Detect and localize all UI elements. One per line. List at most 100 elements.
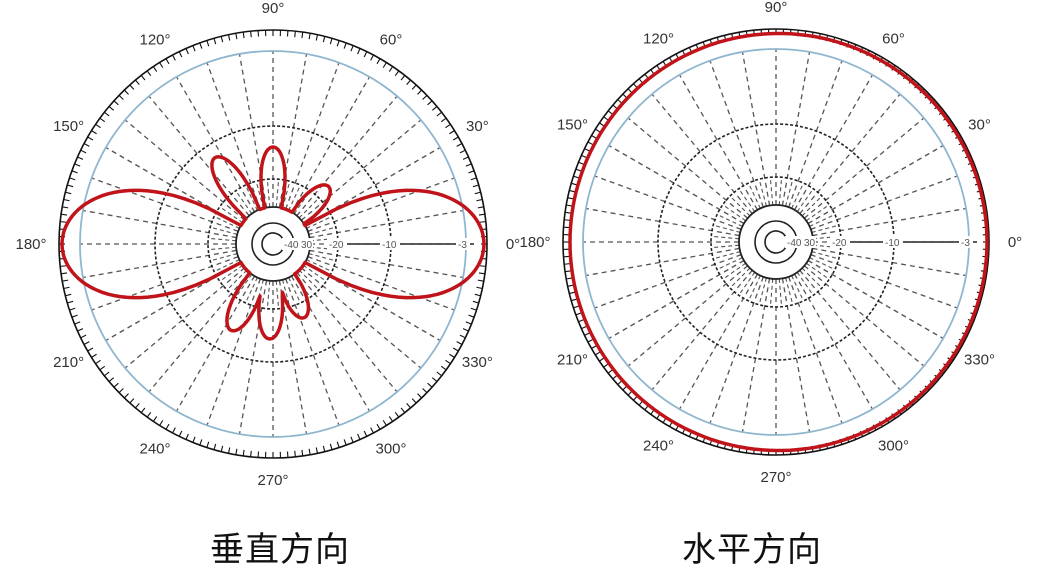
outer-tick	[350, 436, 354, 443]
radial-spoke-minor	[306, 259, 333, 272]
radial-spoke-minor	[711, 244, 740, 249]
outer-tick	[308, 33, 311, 40]
outer-tick	[564, 263, 571, 265]
outer-tick	[587, 141, 594, 146]
outer-tick	[159, 420, 164, 426]
outer-tick	[135, 79, 140, 86]
outer-tick	[80, 149, 87, 154]
outer-tick	[449, 353, 455, 358]
outer-tick	[294, 450, 296, 457]
outer-tick	[99, 365, 106, 371]
radial-spoke	[812, 207, 967, 237]
radial-spoke-minor	[255, 181, 264, 209]
outer-tick	[152, 416, 158, 422]
radial-spoke-minor	[219, 206, 244, 224]
radial-spoke	[803, 117, 925, 219]
outer-tick	[422, 388, 428, 394]
radial-spoke	[91, 177, 239, 232]
outer-tick	[427, 382, 433, 388]
outer-tick	[476, 286, 483, 290]
radial-spoke-minor	[729, 195, 751, 217]
angle-label-330: 330°	[964, 352, 995, 369]
radial-spoke-minor	[266, 179, 271, 208]
radial-spoke-minor	[778, 177, 783, 206]
outer-tick	[573, 305, 580, 309]
radial-tick-label: -20	[329, 240, 344, 251]
angle-label-0: 0°	[506, 236, 520, 253]
radial-spoke-minor	[778, 278, 783, 307]
radial-spoke	[627, 265, 749, 367]
outer-tick	[477, 279, 484, 282]
outer-tick	[301, 449, 304, 456]
outer-tick	[336, 40, 340, 47]
outer-tick	[61, 272, 68, 275]
radial-spoke	[810, 254, 958, 309]
angle-label-300: 300°	[878, 438, 909, 455]
outer-tick	[60, 265, 67, 267]
outer-tick	[370, 427, 374, 434]
outer-tick	[411, 84, 417, 90]
outer-tick	[104, 111, 110, 117]
angle-label-30: 30°	[466, 118, 489, 135]
outer-tick	[71, 314, 78, 318]
outer-tick	[357, 48, 361, 55]
radial-spoke	[594, 175, 742, 230]
outer-tick	[77, 328, 84, 332]
outer-tick	[192, 45, 196, 52]
outer-tick	[235, 33, 238, 40]
outer-tick	[80, 334, 87, 339]
radial-spoke	[278, 280, 308, 435]
ring-minus45db-arc	[261, 232, 285, 256]
angle-label-270: 270°	[257, 472, 288, 489]
radial-spoke-minor	[208, 246, 237, 251]
outer-tick	[465, 321, 472, 325]
outer-tick	[165, 423, 170, 430]
radial-spoke	[307, 256, 455, 311]
radial-spoke-minor	[235, 273, 253, 298]
radial-spoke	[300, 267, 422, 369]
outer-tick	[587, 338, 594, 343]
radial-spoke-minor	[235, 190, 253, 215]
radial-spoke-minor	[306, 216, 333, 229]
outer-tick	[113, 100, 119, 106]
radial-spoke	[105, 146, 242, 227]
radial-spoke-minor	[713, 224, 741, 233]
outer-tick	[91, 130, 97, 135]
radial-spoke	[651, 93, 753, 215]
outer-tick	[178, 51, 183, 58]
outer-tick	[394, 411, 400, 418]
outer-tick	[343, 42, 347, 49]
outer-tick	[388, 66, 394, 72]
radial-spoke-minor	[796, 271, 814, 296]
radial-spoke	[741, 278, 771, 433]
outer-tick	[581, 325, 588, 330]
angle-label-0: 0°	[1008, 234, 1022, 251]
radial-spoke-minor	[226, 269, 248, 291]
radial-spoke-minor	[758, 277, 767, 305]
radial-spoke	[812, 247, 967, 277]
outer-tick	[62, 279, 69, 282]
outer-tick	[227, 447, 231, 454]
outer-tick	[472, 184, 479, 188]
radial-spoke-minor	[791, 182, 804, 209]
radial-spoke-minor	[288, 277, 301, 304]
radial-spoke-minor	[805, 204, 830, 222]
outer-tick	[564, 219, 571, 221]
outer-tick	[91, 353, 97, 358]
outer-tick	[459, 334, 466, 339]
angle-label-90: 90°	[765, 0, 788, 16]
outer-tick	[220, 445, 224, 452]
outer-tick	[227, 34, 231, 41]
outer-tick	[67, 184, 74, 188]
radial-spoke-minor	[288, 184, 301, 211]
radial-spoke	[91, 256, 239, 311]
outer-tick	[146, 70, 152, 77]
radial-spoke-minor	[210, 253, 238, 262]
radial-spoke-minor	[213, 259, 240, 272]
radial-spoke	[304, 261, 441, 342]
outer-tick	[445, 123, 451, 129]
radial-spoke-minor	[748, 275, 761, 302]
radial-spoke	[781, 51, 811, 206]
radial-tick-label: -40	[284, 240, 299, 251]
outer-tick	[199, 42, 203, 49]
